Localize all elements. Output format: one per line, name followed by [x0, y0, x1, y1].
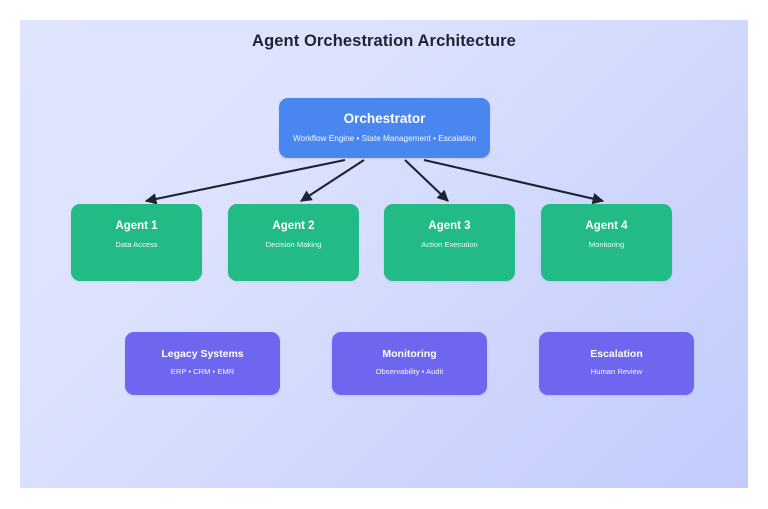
node-monitoring[interactable]: Monitoring Observability • Audit: [332, 332, 487, 395]
node-legacy-systems[interactable]: Legacy Systems ERP • CRM • EMR: [125, 332, 280, 395]
node-agent-3[interactable]: Agent 3 Action Execution: [384, 204, 515, 281]
diagram-canvas: Agent Orchestration Architecture Orchest…: [20, 20, 748, 488]
node-monitoring-subtitle: Observability • Audit: [375, 367, 444, 377]
connector-orchestrator-to-agent-3: [404, 159, 449, 202]
node-agent-4[interactable]: Agent 4 Monitoring: [541, 204, 672, 281]
node-agent-4-title: Agent 4: [585, 220, 628, 232]
node-orchestrator-subtitle: Workflow Engine • State Management • Esc…: [292, 133, 477, 143]
node-agent-1-subtitle: Data Access: [115, 240, 158, 250]
node-agent-2-title: Agent 2: [272, 220, 315, 232]
node-monitoring-title: Monitoring: [382, 348, 437, 360]
node-agent-3-subtitle: Action Execution: [421, 240, 478, 250]
node-legacy-systems-title: Legacy Systems: [161, 348, 244, 360]
node-agent-3-title: Agent 3: [428, 220, 471, 232]
node-agent-1-title: Agent 1: [115, 220, 158, 232]
node-agent-1[interactable]: Agent 1 Data Access: [71, 204, 202, 281]
node-escalation-subtitle: Human Review: [590, 367, 643, 377]
diagram-title: Agent Orchestration Architecture: [252, 32, 516, 50]
node-legacy-systems-subtitle: ERP • CRM • EMR: [170, 367, 235, 377]
connector-orchestrator-to-agent-4: [423, 158, 605, 205]
node-orchestrator[interactable]: Orchestrator Workflow Engine • State Man…: [279, 98, 490, 158]
connector-orchestrator-to-agent-1: [144, 158, 346, 205]
node-orchestrator-title: Orchestrator: [343, 111, 426, 126]
node-agent-4-subtitle: Monitoring: [588, 240, 625, 250]
node-agent-2[interactable]: Agent 2 Decision Making: [228, 204, 359, 281]
node-escalation-title: Escalation: [590, 348, 643, 360]
node-escalation[interactable]: Escalation Human Review: [539, 332, 694, 395]
node-agent-2-subtitle: Decision Making: [265, 240, 322, 250]
connector-orchestrator-to-agent-2: [300, 159, 365, 202]
